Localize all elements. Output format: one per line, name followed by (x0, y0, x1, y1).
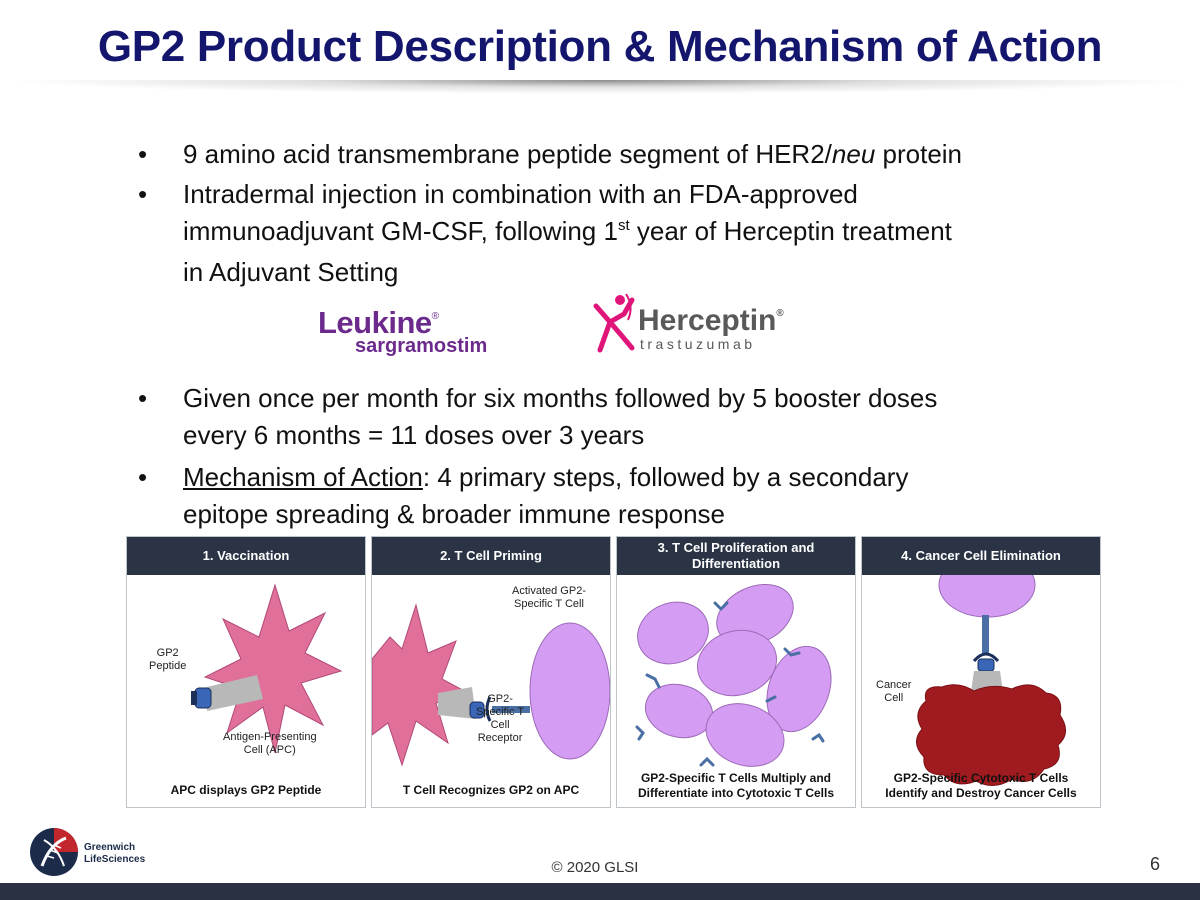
bullet-dot: • (138, 462, 148, 492)
activated-t-cell-label: Activated GP2-Specific T Cell (512, 585, 586, 610)
elimination-illustration (916, 575, 1066, 786)
proliferation-illustration (635, 584, 832, 767)
panel-heading: 1. Vaccination (127, 537, 365, 575)
panel-heading: 4. Cancer Cell Elimination (862, 537, 1100, 575)
t-cell-cluster (637, 584, 832, 767)
bullet-text: Given once per month for six months foll… (183, 383, 938, 450)
title-underline-shadow (0, 80, 1200, 94)
panel-heading: 2. T Cell Priming (372, 537, 610, 575)
cytotoxic-t-cell-shape (938, 575, 1036, 618)
bullet-text: Mechanism of Action: 4 primary steps, fo… (183, 462, 909, 529)
bullet-text: 9 amino acid transmembrane peptide segme… (183, 139, 963, 169)
leukine-subtitle: sargramostim (355, 335, 488, 357)
apc-star-shape (203, 583, 343, 754)
bullet-dot: • (138, 139, 148, 169)
bottom-bar (0, 883, 1200, 900)
panel-caption: T Cell Recognizes GP2 on APC (402, 783, 580, 797)
panel-t-cell-priming: 2. T Cell Priming Activated GP2-Specific… (371, 536, 611, 808)
vaccination-illustration (191, 583, 343, 754)
mechanism-link[interactable]: Mechanism of Action (183, 462, 423, 492)
leukine-logo: Leukine® sargramostim (318, 305, 488, 357)
page-number: 6 (1150, 854, 1161, 874)
t-cell-shape (529, 622, 610, 760)
herceptin-wordmark: Herceptin® (638, 304, 784, 337)
cancer-cell-shape (916, 684, 1066, 786)
bullet-dot: • (138, 383, 148, 413)
receptor-marks (635, 601, 825, 767)
bullet-dot: • (138, 179, 148, 209)
greenwich-logo-icon (30, 828, 78, 876)
peptide-channel (438, 687, 476, 719)
copyright-text: © 2020 GLSI (551, 859, 639, 876)
peptide-channel (207, 675, 263, 711)
priming-illustration (372, 603, 610, 767)
herceptin-subtitle: trastuzumab (640, 336, 756, 352)
herceptin-figure-icon (593, 293, 635, 353)
gp2-peptide-shape (469, 701, 485, 719)
t-cell-receptor-shape (972, 652, 1000, 663)
slide-title: GP2 Product Description & Mechanism of A… (97, 22, 1103, 71)
apc-star-shape (372, 603, 474, 767)
gp2-peptide-shape (194, 687, 212, 709)
panel-caption: APC displays GP2 Peptide (170, 783, 322, 797)
bullet-text: Intradermal injection in combination wit… (183, 179, 952, 287)
t-cell-receptor-shape (485, 696, 492, 722)
